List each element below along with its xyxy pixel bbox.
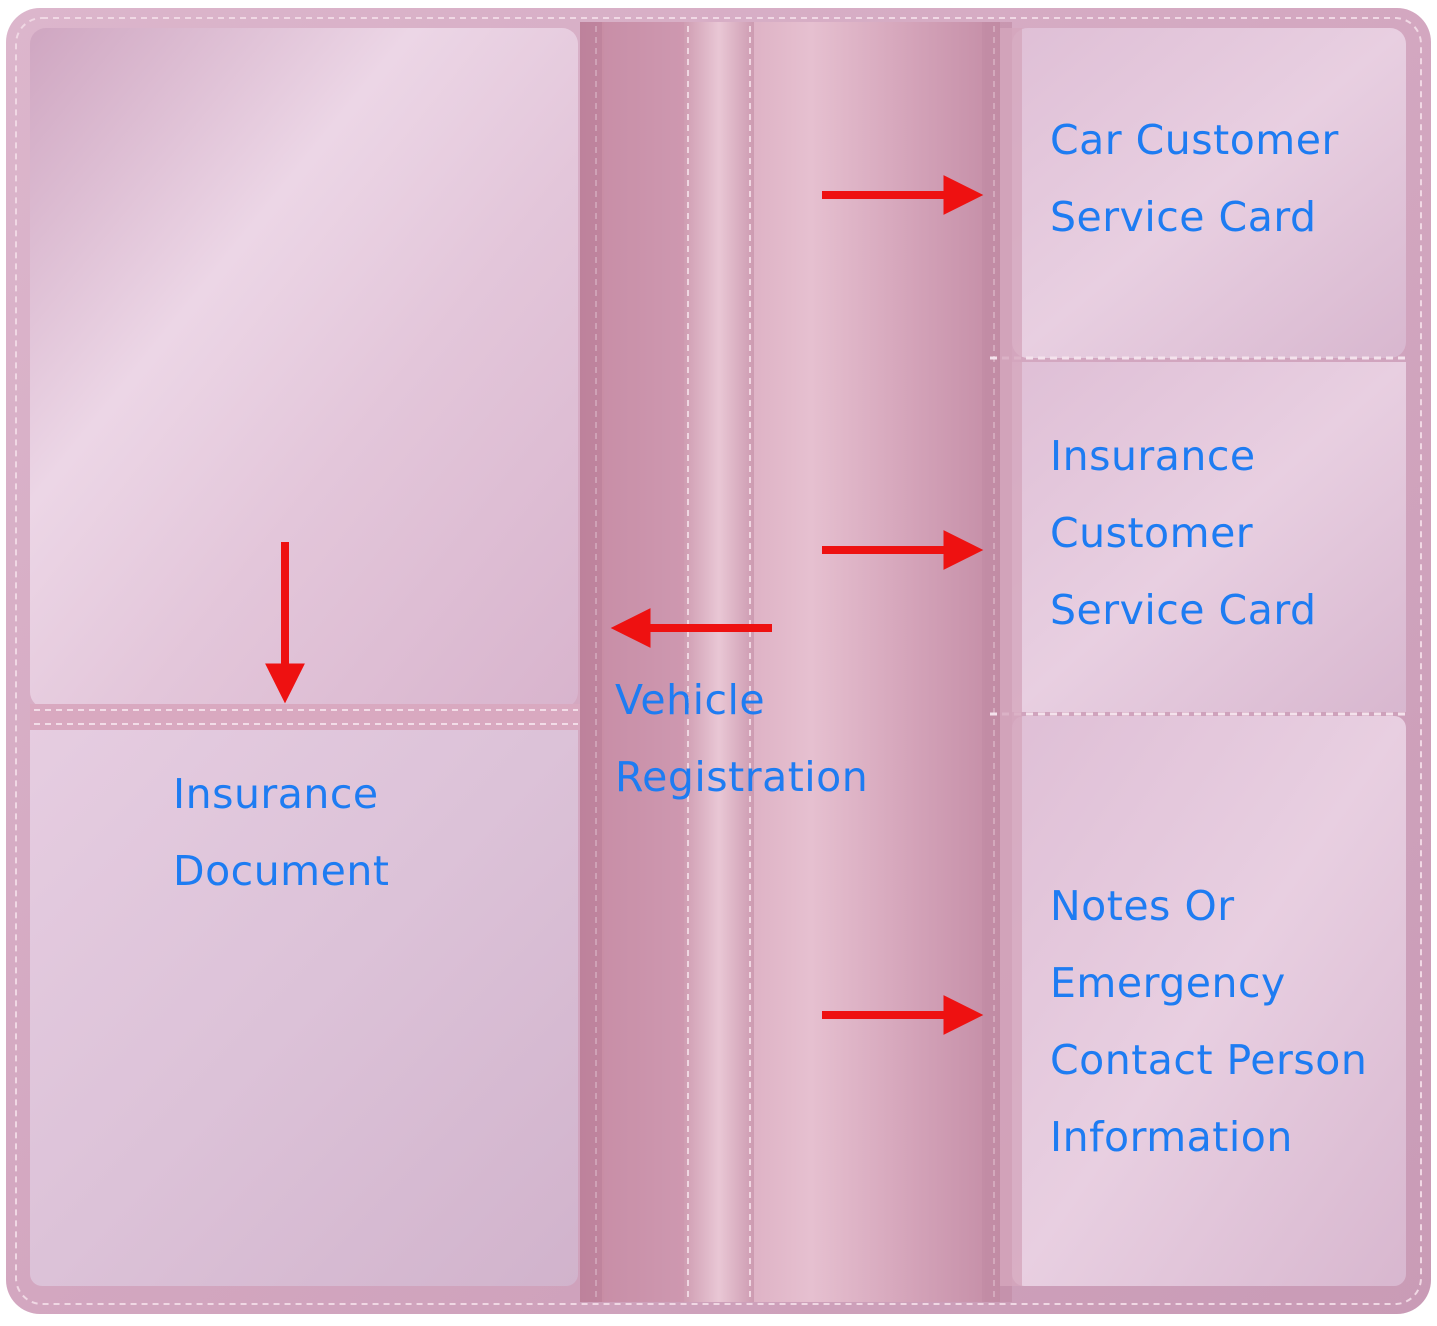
label-line: Insurance [173,770,379,818]
label-line: Notes Or [1050,882,1235,930]
outer-stitching [15,17,1422,1305]
label-line: Emergency [1050,959,1286,1007]
label-car-service-card: Car Customer Service Card [1050,102,1339,256]
insurance-document-pocket [30,716,578,1286]
label-line: Registration [615,753,869,801]
label-line: Document [173,847,390,895]
label-line: Information [1050,1113,1293,1161]
spine-shadow-left [580,22,602,1302]
label-line: Contact Person [1050,1036,1368,1084]
label-vehicle-registration: Vehicle Registration [615,662,868,816]
insurance-service-card-pocket [1012,362,1406,712]
left-upper-panel [30,28,578,708]
label-insurance-service-card: Insurance Customer Service Card [1050,418,1316,649]
label-insurance-document: Insurance Document [173,756,389,910]
label-line: Vehicle [615,676,766,724]
label-line: Service Card [1050,193,1317,241]
pocket-top-band [30,704,582,730]
notes-pocket [1012,716,1406,1286]
car-service-card-pocket [1012,28,1406,358]
label-line: Customer [1050,509,1254,557]
label-line: Insurance [1050,432,1256,480]
label-line: Service Card [1050,586,1317,634]
label-notes-emergency-contact: Notes Or Emergency Contact Person Inform… [1050,868,1367,1176]
right-pocket-edge [1000,28,1022,1286]
spine-strip [684,22,754,1302]
label-line: Car Customer [1050,116,1339,164]
spine-fold-left [604,22,684,1302]
